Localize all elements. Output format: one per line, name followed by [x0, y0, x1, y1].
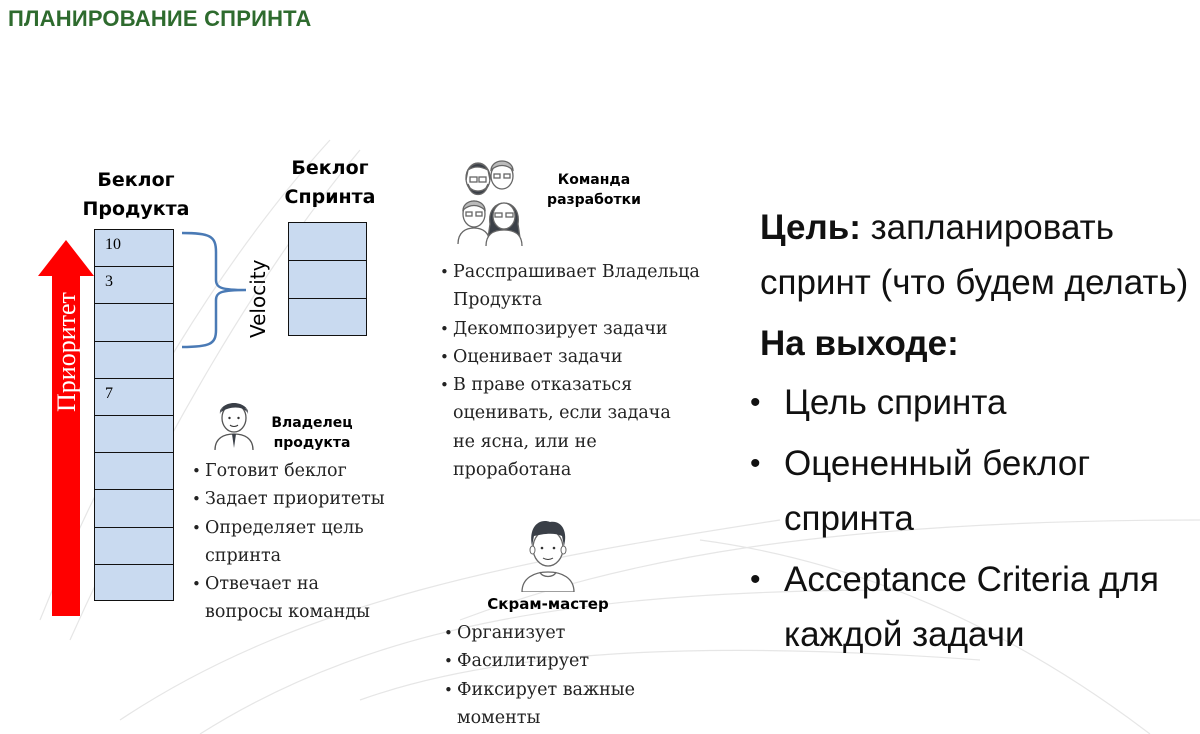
product-owner-avatar-icon: [214, 403, 254, 450]
backlog-item: 7: [94, 377, 174, 415]
velocity-brace-icon: [181, 231, 247, 349]
list-item: Цель спринта: [750, 375, 1190, 430]
dev-team-title: Команда разработки: [547, 172, 641, 208]
scrum-master-responsibilities: Организует Фасилитирует Фиксирует важные…: [444, 619, 684, 732]
list-item: Декомпозирует задачи: [440, 315, 705, 344]
product-backlog-header: Беклог Продукта: [76, 166, 196, 224]
list-item: Отвечает на вопросы команды: [192, 570, 395, 627]
goal-label: Цель:: [760, 208, 861, 247]
list-item: Фиксирует важные моменты: [444, 676, 672, 733]
list-item: Фасилитирует: [444, 647, 684, 676]
sprint-backlog-item: [288, 260, 367, 298]
product-backlog-header-line2: Продукта: [82, 198, 190, 220]
product-backlog-header-line1: Беклог: [97, 169, 175, 191]
sprint-backlog-column: [288, 222, 367, 336]
list-item: Оцененный беклог спринта: [750, 436, 1174, 546]
list-item: Acceptance Criteria для каждой задачи: [750, 552, 1184, 662]
sprint-backlog-header-line1: Беклог: [291, 157, 369, 179]
list-item: Оценивает задачи: [440, 343, 705, 372]
product-owner-title: Владелец продукта: [271, 415, 353, 451]
backlog-item: 3: [94, 266, 174, 304]
sprint-backlog-item: [288, 298, 367, 336]
backlog-item: [94, 489, 174, 527]
list-item: Организует: [444, 619, 684, 648]
backlog-item-estimate: 7: [105, 384, 113, 402]
list-item: Определяет цель спринта: [192, 514, 395, 571]
backlog-item: [94, 452, 174, 490]
backlog-item: [94, 340, 174, 378]
list-item: Задает приоритеты: [192, 485, 422, 514]
sprint-backlog-header-line2: Спринта: [284, 186, 376, 208]
velocity-label: Velocity: [246, 259, 270, 338]
slide-title: ПЛАНИРОВАНИЕ СПРИНТА: [8, 6, 312, 31]
list-item: В праве отказаться оценивать, если задач…: [440, 371, 698, 484]
goal-text: Цель: запланировать спринт (что будем де…: [760, 208, 1189, 302]
scrum-master-avatar-icon: [521, 521, 575, 592]
backlog-item: [94, 526, 174, 564]
dev-team-responsibilities: Расспрашивает Владельца Продукта Декомпо…: [440, 258, 705, 484]
backlog-item: 10: [94, 229, 174, 267]
dev-team-avatars-icon: [457, 160, 523, 246]
backlog-item: [94, 303, 174, 341]
list-item: Готовит беклог: [192, 457, 422, 486]
priority-label: Приоритет: [52, 292, 81, 412]
priority-arrow-icon: [38, 240, 94, 616]
product-backlog-column: 10 3 7: [94, 229, 174, 601]
sprint-backlog-item: [288, 222, 367, 260]
summary-block: Цель: запланировать спринт (что будем де…: [750, 200, 1190, 662]
backlog-item: [94, 414, 174, 453]
backlog-item: [94, 563, 174, 601]
backlog-item-estimate: 3: [105, 273, 113, 291]
list-item: Расспрашивает Владельца Продукта: [440, 258, 705, 315]
output-heading: На выходе:: [760, 324, 959, 363]
scrum-master-title: Скрам-мастер: [487, 595, 609, 613]
backlog-item-estimate: 10: [105, 236, 121, 253]
output-list: Цель спринта Оцененный беклог спринта Ac…: [750, 375, 1190, 662]
product-owner-responsibilities: Готовит беклог Задает приоритеты Определ…: [192, 457, 422, 627]
sprint-backlog-header: Беклог Спринта: [270, 154, 390, 212]
